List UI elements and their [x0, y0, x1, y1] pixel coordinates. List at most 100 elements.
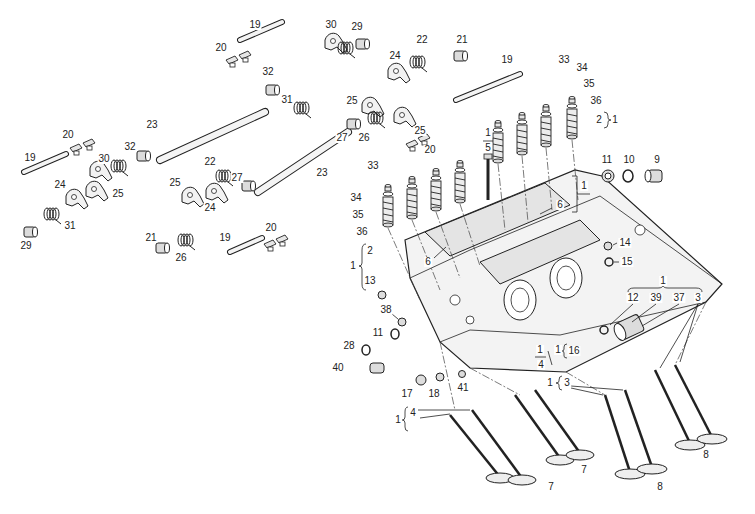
drawing-line — [450, 415, 500, 477]
callout-number: 27 — [335, 133, 348, 143]
callout-number: 38 — [379, 305, 392, 315]
callout-number: 31 — [280, 95, 293, 105]
drawing-use — [356, 39, 370, 49]
drawing-path — [498, 140, 578, 230]
drawing-use — [206, 183, 228, 203]
callout-number: 25 — [345, 96, 358, 106]
drawing-use — [66, 189, 88, 209]
callout-number: 16 — [567, 346, 580, 356]
callout-number: 12 — [626, 293, 639, 303]
drawing-path — [440, 302, 706, 342]
callout-number: 25 — [168, 178, 181, 188]
drawing-path — [434, 208, 552, 258]
drawing-ellipse — [612, 322, 629, 343]
drawing-use — [388, 63, 410, 83]
callout-number: 19 — [248, 20, 261, 30]
drawing-use — [394, 107, 416, 127]
callout-number: 35 — [351, 210, 364, 220]
callout-number: 25 — [413, 126, 426, 136]
callout-number: 40 — [331, 363, 344, 373]
callout-number: 1 — [659, 276, 667, 286]
callout-number: 11 — [372, 328, 384, 338]
drawing-use — [407, 177, 417, 220]
valve-stacks — [383, 97, 577, 228]
callout-number: 14 — [618, 238, 631, 248]
rocker-parts — [24, 33, 468, 253]
drawing-ellipse — [637, 464, 667, 474]
drawing-ellipse — [645, 170, 651, 182]
drawing-line — [456, 74, 520, 100]
callout-number: 1 — [546, 378, 554, 388]
callout-number: 19 — [500, 55, 513, 65]
drawing-use — [178, 234, 195, 250]
drawing-circle — [436, 373, 444, 381]
drawing-use — [226, 56, 238, 67]
callout-number: 20 — [214, 43, 227, 53]
drawing-use — [276, 235, 288, 246]
drawing-ellipse — [362, 345, 370, 355]
drawing-ellipse — [550, 258, 582, 298]
callout-number: 1 — [349, 261, 357, 271]
drawing-path — [388, 204, 480, 300]
drawing-line — [605, 395, 630, 472]
callout-number: 1 — [484, 128, 492, 138]
drawing-circle — [635, 225, 645, 235]
callout-number: 9 — [653, 155, 661, 165]
drawing-use — [111, 160, 128, 176]
callout-number: 25 — [111, 189, 124, 199]
callout-number: 27 — [230, 173, 243, 183]
callout-number: 1 — [554, 345, 562, 355]
drawing-line — [24, 154, 66, 172]
drawing-use — [493, 121, 503, 164]
drawing-line — [258, 132, 348, 192]
callout-number: 20 — [264, 223, 277, 233]
drawing-circle — [604, 242, 612, 250]
drawing-ellipse — [504, 280, 536, 320]
callout-number: 24 — [53, 180, 66, 190]
drawing-circle — [605, 173, 611, 179]
drawing-use — [454, 51, 468, 61]
drawing-use — [431, 169, 441, 212]
drawing-line — [472, 410, 522, 478]
callout-number: 26 — [357, 133, 370, 143]
drawing-rect — [484, 154, 492, 159]
drawing-use — [156, 243, 170, 253]
callout-number: 24 — [388, 51, 401, 61]
callout-number: 17 — [400, 389, 413, 399]
drawing-path — [571, 386, 623, 395]
drawing-path — [604, 112, 611, 128]
callout-number: 3 — [563, 378, 571, 388]
drawing-path — [562, 344, 567, 358]
drawing-use — [83, 139, 95, 150]
callout-number: 36 — [589, 96, 602, 106]
drawing-path — [402, 407, 408, 431]
drawing-use — [266, 85, 280, 95]
drawing-line — [655, 370, 690, 443]
drawing-use — [239, 51, 251, 62]
drawing-use — [517, 113, 527, 156]
callout-number: 22 — [203, 157, 216, 167]
drawing-use — [182, 187, 204, 207]
callout-number: 1 — [394, 415, 402, 425]
drawing-polygon — [405, 170, 722, 372]
drawing-line — [456, 74, 520, 100]
callout-number: 30 — [324, 20, 337, 30]
drawing-use — [86, 181, 108, 201]
drawing-path — [572, 176, 590, 212]
small-parts — [362, 170, 662, 385]
drawing-use — [70, 144, 82, 155]
callout-number: 39 — [649, 293, 662, 303]
drawing-use — [406, 140, 418, 151]
callout-number: 33 — [366, 161, 379, 171]
drawing-use — [137, 151, 151, 161]
drawing-use — [347, 119, 361, 129]
drawing-use — [368, 112, 385, 128]
callout-number: 1 — [611, 115, 619, 125]
drawing-circle — [602, 170, 614, 182]
callout-number: 18 — [427, 389, 440, 399]
drawing-use — [294, 102, 311, 118]
drawing-line — [24, 154, 66, 172]
callout-number: 15 — [620, 257, 633, 267]
drawing-path — [556, 376, 562, 390]
drawing-use — [338, 42, 355, 58]
